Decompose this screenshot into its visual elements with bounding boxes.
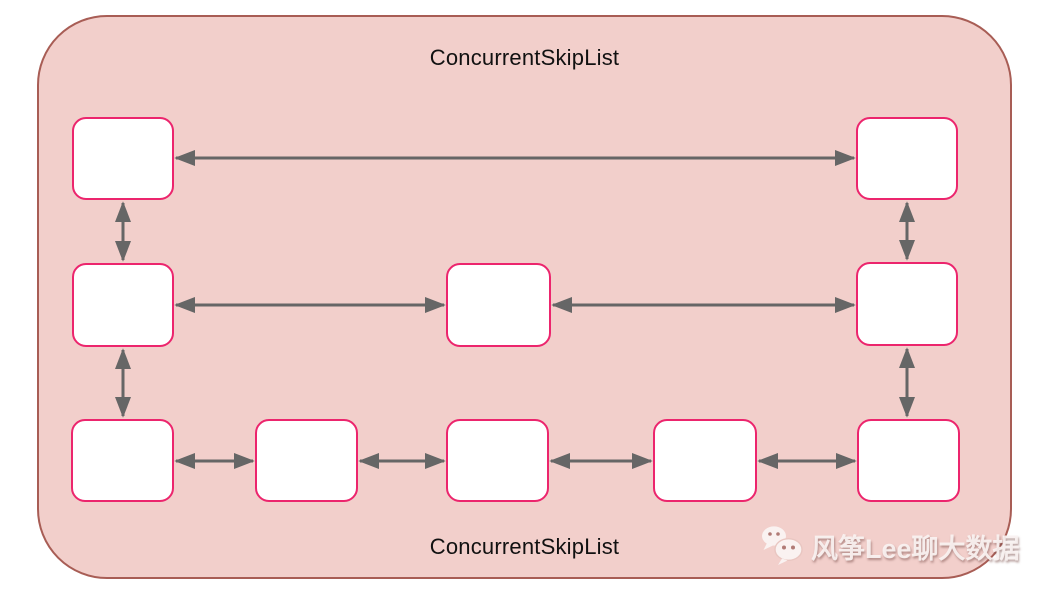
diagram-title-bottom: ConcurrentSkipList bbox=[429, 534, 620, 559]
node-level1-2 bbox=[255, 419, 358, 502]
diagram-title-top: ConcurrentSkipList bbox=[429, 45, 620, 70]
node-level2-1 bbox=[72, 263, 174, 347]
wechat-icon bbox=[762, 526, 803, 565]
node-level1-1 bbox=[71, 419, 174, 502]
watermark-text: 风筝Lee聊大数据 bbox=[811, 533, 1020, 564]
node-level2-3 bbox=[856, 262, 958, 346]
node-level1-3 bbox=[446, 419, 549, 502]
node-level3-1 bbox=[72, 117, 174, 200]
watermark: 风筝Lee聊大数据 bbox=[760, 525, 1020, 567]
node-level2-2 bbox=[446, 263, 551, 347]
node-level1-4 bbox=[653, 419, 757, 502]
node-level1-5 bbox=[857, 419, 960, 502]
node-level3-2 bbox=[856, 117, 958, 200]
